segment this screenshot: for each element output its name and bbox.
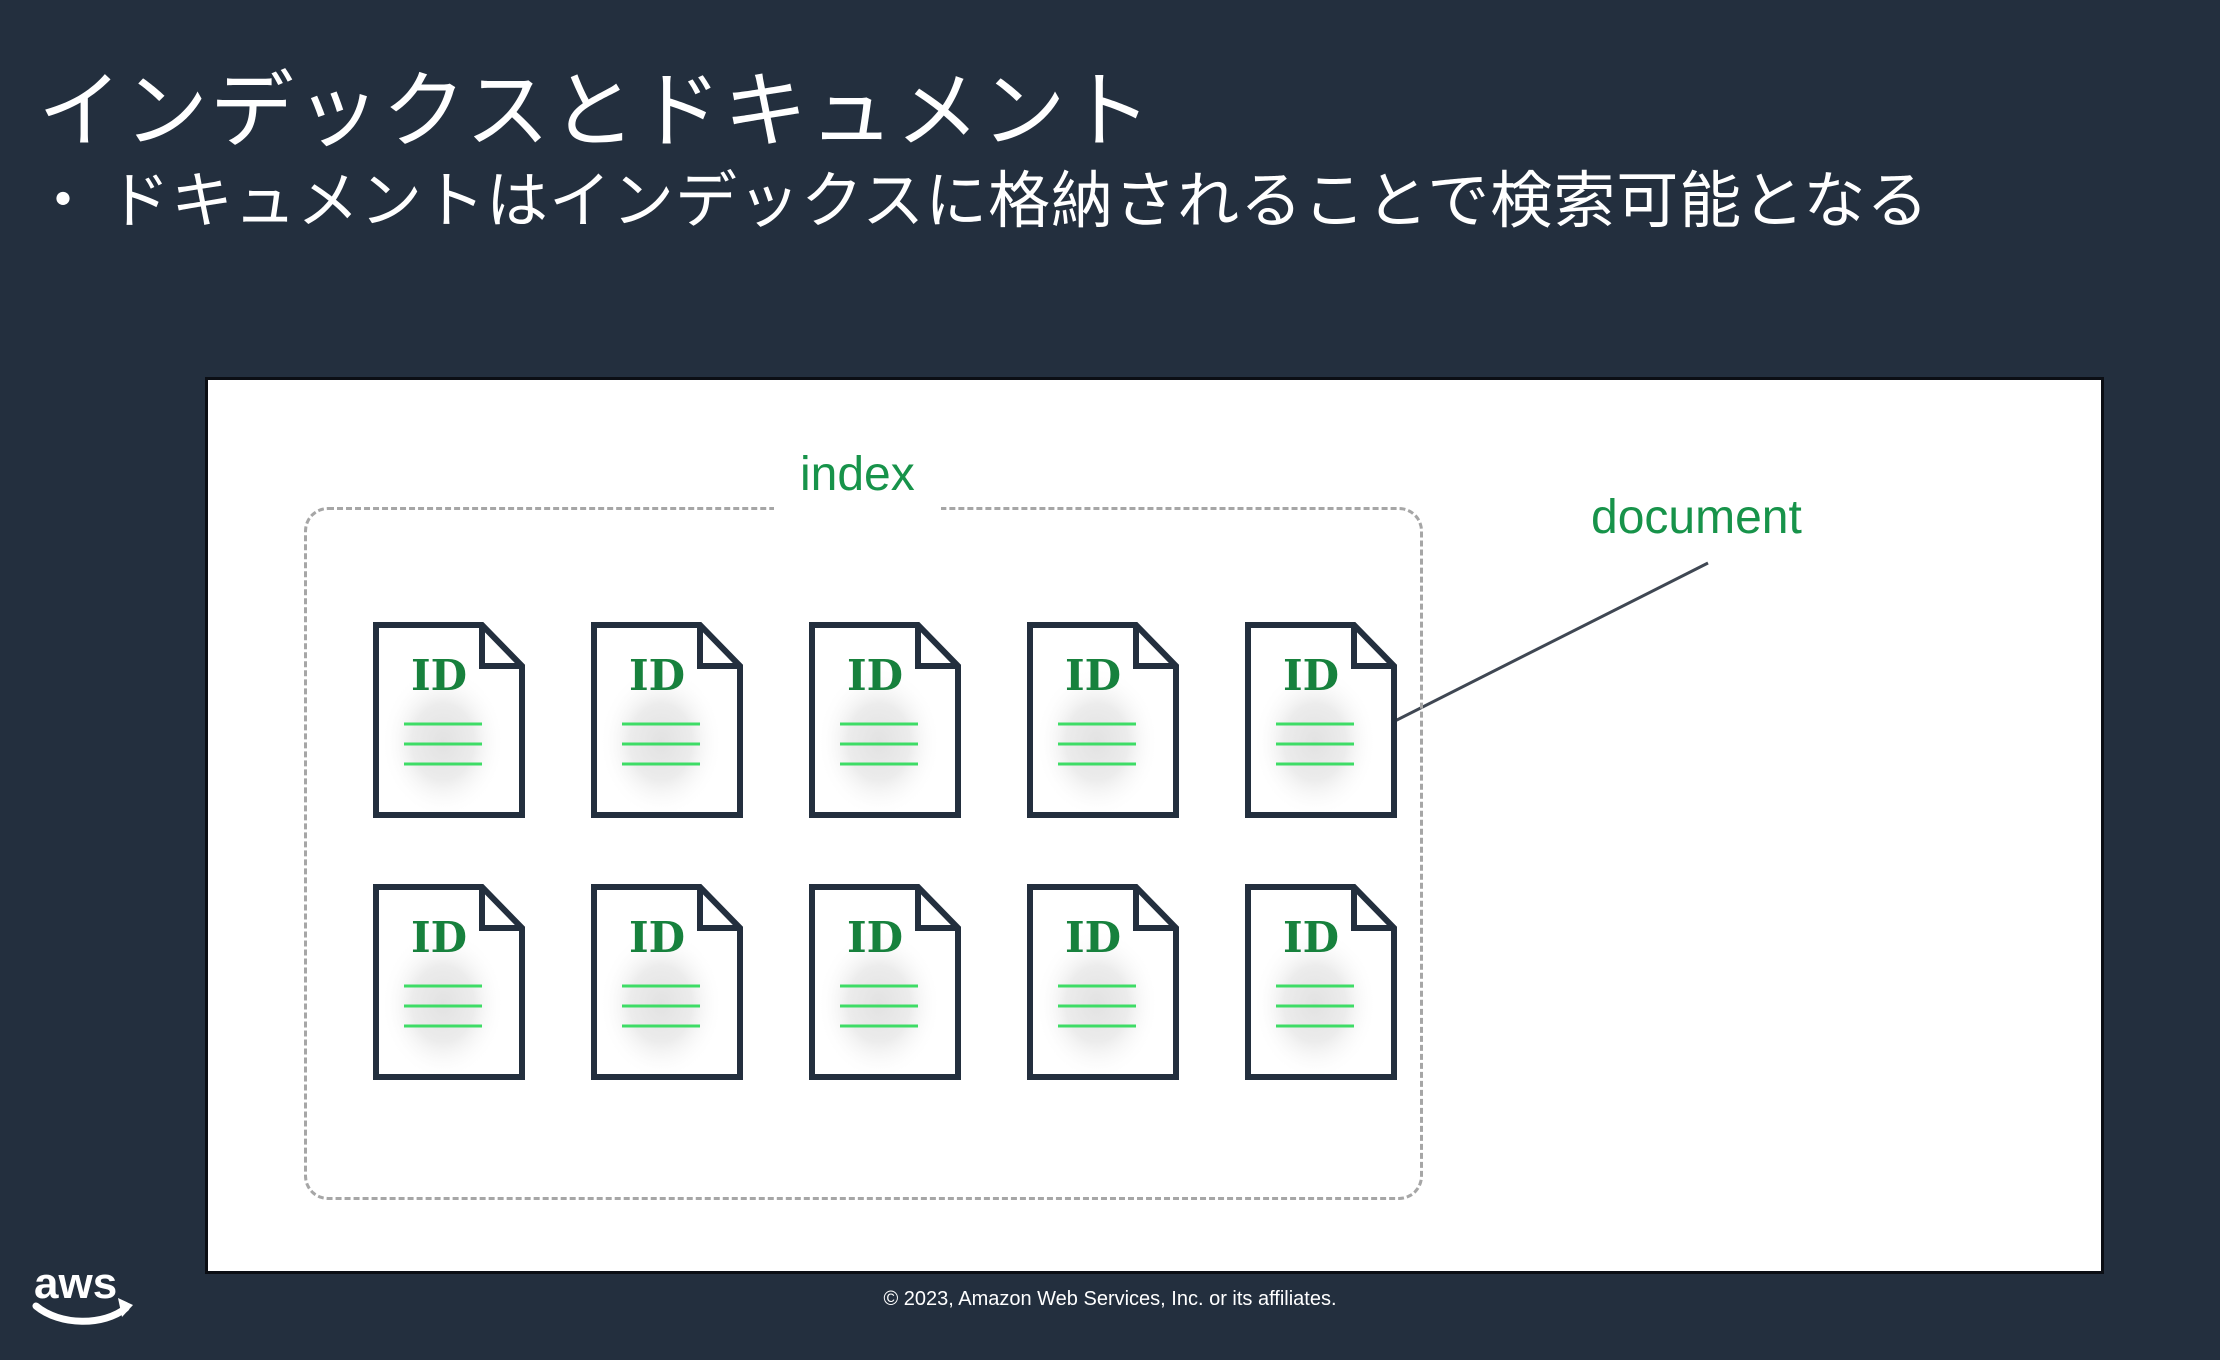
document-icon: ID: [1245, 884, 1397, 1080]
document-id-label: ID: [629, 913, 685, 962]
document-shading: [599, 928, 723, 1080]
document-row-2: ID ID ID ID ID: [373, 884, 1397, 1080]
copyright-text: © 2023, Amazon Web Services, Inc. or its…: [883, 1288, 1337, 1310]
index-label: index: [774, 448, 941, 514]
bullet-marker: ・: [32, 167, 95, 236]
document-row-1: ID ID ID ID ID: [373, 622, 1397, 818]
document-id-label: ID: [847, 913, 903, 962]
slide-title: インデックスとドキュメント: [38, 64, 1154, 159]
folded-corner-icon: [1133, 884, 1179, 931]
folded-corner-icon: [1351, 622, 1397, 669]
document-id-label: ID: [1283, 913, 1339, 962]
document-shading: [1253, 928, 1377, 1080]
bullet-line: ・ ドキュメントはインデックスに格納されることで検索可能となる: [32, 162, 1929, 243]
document-text-lines-icon: [404, 984, 482, 1028]
bullet-text: ドキュメントはインデックスに格納されることで検索可能となる: [108, 167, 1930, 236]
document-shading: [599, 666, 723, 818]
folded-corner-icon: [479, 884, 525, 931]
document-text-lines-icon: [404, 722, 482, 766]
document-id-label: ID: [411, 651, 467, 700]
document-shading: [817, 666, 941, 818]
document-id-label: ID: [1283, 651, 1339, 700]
aws-logo-text: aws: [34, 1260, 117, 1308]
document-id-label: ID: [1065, 651, 1121, 700]
document-id-label: ID: [629, 651, 685, 700]
document-text-lines-icon: [622, 722, 700, 766]
document-shading: [817, 928, 941, 1080]
document-icon: ID: [373, 884, 525, 1080]
document-text-lines-icon: [622, 984, 700, 1028]
document-id-label: ID: [411, 913, 467, 962]
document-text-lines-icon: [1276, 722, 1354, 766]
document-icon: ID: [809, 884, 961, 1080]
folded-corner-icon: [915, 884, 961, 931]
folded-corner-icon: [479, 622, 525, 669]
document-icon: ID: [1027, 622, 1179, 818]
document-label: document: [1591, 491, 1802, 544]
aws-logo: aws: [32, 1260, 133, 1325]
folded-corner-icon: [1133, 622, 1179, 669]
document-text-lines-icon: [1276, 984, 1354, 1028]
document-text-lines-icon: [1058, 984, 1136, 1028]
document-icon: ID: [373, 622, 525, 818]
folded-corner-icon: [915, 622, 961, 669]
document-icon: ID: [591, 622, 743, 818]
index-boundary: [304, 507, 1423, 1200]
folded-corner-icon: [697, 884, 743, 931]
document-shading: [1253, 666, 1377, 818]
document-shading: [381, 666, 505, 818]
folded-corner-icon: [697, 622, 743, 669]
document-id-label: ID: [847, 651, 903, 700]
aws-smile-icon: [32, 1302, 130, 1325]
diagram-panel: index document ID ID ID ID: [205, 377, 2104, 1274]
document-icon: ID: [809, 622, 961, 818]
document-text-lines-icon: [840, 722, 918, 766]
document-shading: [1035, 666, 1159, 818]
document-shading: [1035, 928, 1159, 1080]
document-shading: [381, 928, 505, 1080]
document-icon: ID: [1245, 622, 1397, 818]
aws-smile-arrow-icon: [118, 1298, 133, 1317]
folded-corner-icon: [1351, 884, 1397, 931]
document-text-lines-icon: [1058, 722, 1136, 766]
document-text-lines-icon: [840, 984, 918, 1028]
document-id-label: ID: [1065, 913, 1121, 962]
document-icon: ID: [1027, 884, 1179, 1080]
document-icon: ID: [591, 884, 743, 1080]
